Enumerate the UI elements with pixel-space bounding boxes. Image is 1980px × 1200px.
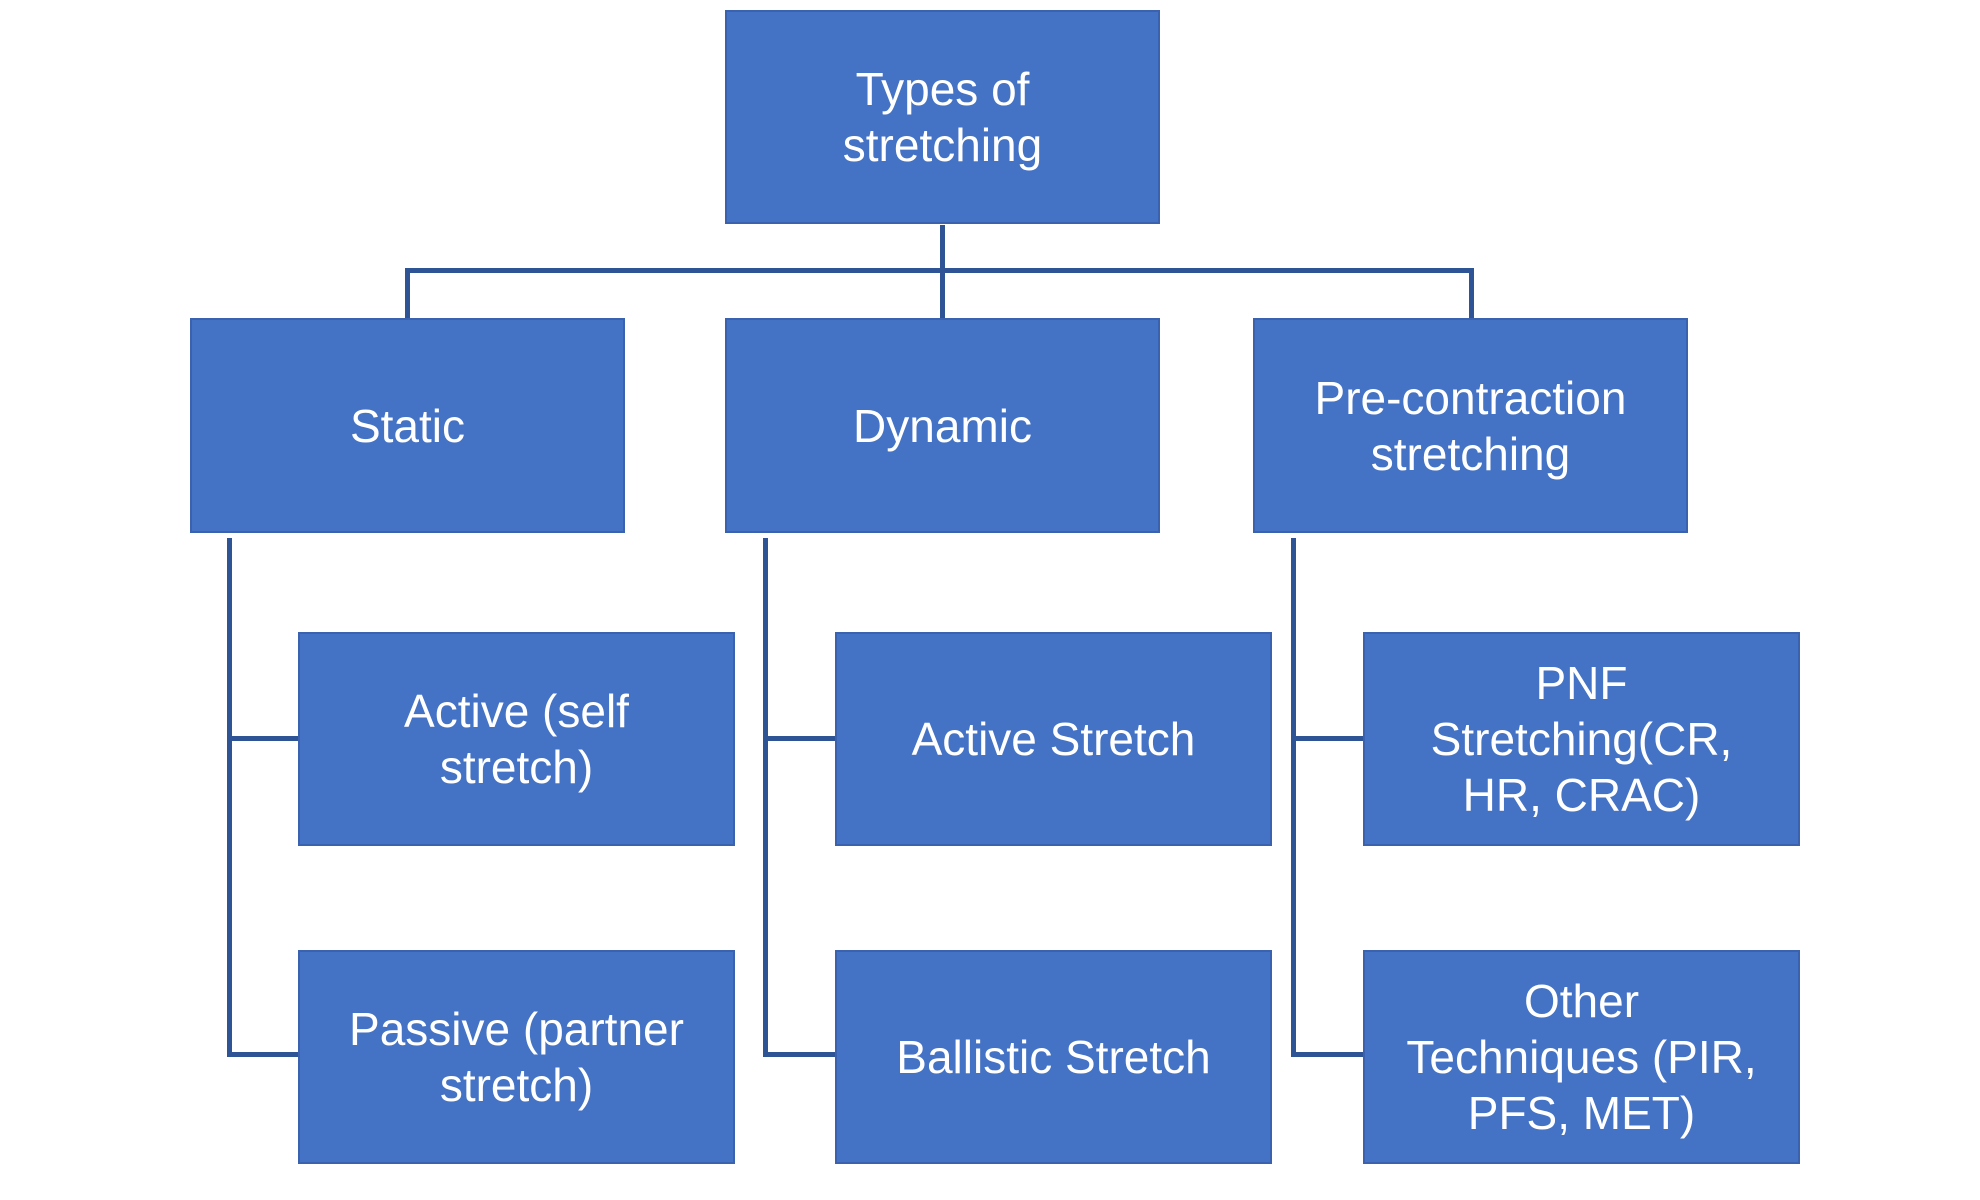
node-label: Static xyxy=(349,399,466,452)
node-label: Dynamic xyxy=(853,399,1032,452)
node-static: Static xyxy=(190,318,625,533)
connector-static-to-active xyxy=(229,736,298,741)
node-label: stretching xyxy=(842,119,1043,171)
connector-static-drop xyxy=(227,538,232,1057)
connector-precontraction-to-other xyxy=(1293,1052,1363,1057)
node-pre-contraction-stretching: Pre-contraction stretching xyxy=(1253,318,1688,533)
connector-precontraction-stem xyxy=(1469,270,1474,320)
node-label: Pre-contraction xyxy=(1314,371,1627,424)
node-label: HR, CRAC) xyxy=(1462,769,1701,821)
node-active-self-stretch: Active (self stretch) xyxy=(298,632,735,846)
node-label: PNF xyxy=(1535,657,1628,709)
node-label: PFS, MET) xyxy=(1467,1087,1696,1139)
node-label: Active (self xyxy=(404,685,629,737)
node-other-techniques: Other Techniques (PIR, PFS, MET) xyxy=(1363,950,1800,1164)
node-label: stretching xyxy=(1370,427,1571,480)
node-types-of-stretching: Types of stretching xyxy=(725,10,1160,224)
node-label: Stretching(CR, xyxy=(1430,713,1733,765)
connector-static-stem xyxy=(405,270,410,320)
node-ballistic-stretch: Ballistic Stretch xyxy=(835,950,1272,1164)
node-label: stretch) xyxy=(439,1059,594,1111)
node-label: Techniques (PIR, xyxy=(1406,1031,1757,1083)
node-label: Ballistic Stretch xyxy=(896,1031,1211,1083)
node-label: Active Stretch xyxy=(911,713,1196,765)
node-passive-partner-stretch: Passive (partner stretch) xyxy=(298,950,735,1164)
node-label: Other xyxy=(1523,975,1640,1027)
connector-dynamic-to-active xyxy=(765,736,835,741)
node-label: stretch) xyxy=(439,741,594,793)
connector-precontraction-to-pnf xyxy=(1293,736,1363,741)
node-dynamic: Dynamic xyxy=(725,318,1160,533)
connector-dynamic-drop xyxy=(763,538,768,1057)
node-label: Passive (partner xyxy=(349,1003,684,1055)
node-active-stretch: Active Stretch xyxy=(835,632,1272,846)
connector-static-to-passive xyxy=(229,1052,298,1057)
connector-level1-horizontal xyxy=(405,268,1474,273)
connector-precontraction-drop xyxy=(1291,538,1296,1057)
connector-dynamic-to-ballistic xyxy=(765,1052,835,1057)
node-pnf-stretching: PNF Stretching(CR, HR, CRAC) xyxy=(1363,632,1800,846)
node-label: Types of xyxy=(855,63,1030,115)
